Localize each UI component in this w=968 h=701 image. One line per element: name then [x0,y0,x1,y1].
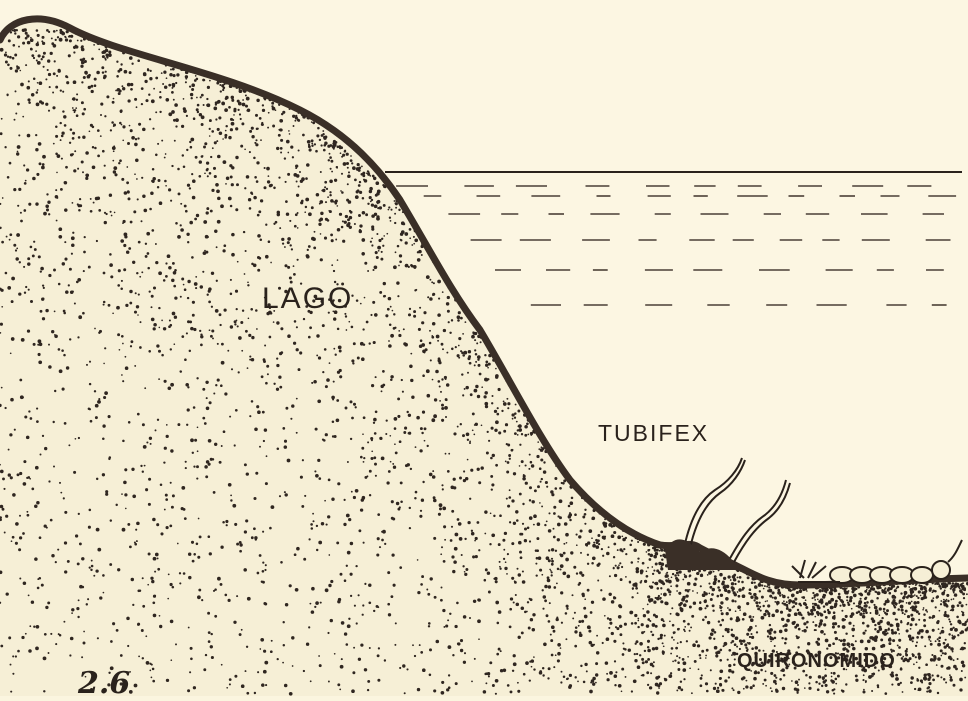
figure-number: 2.6 [78,672,130,696]
lake-label: LAGO [262,282,353,316]
sediment-body [0,19,968,696]
chironomid-label: QUIRONOMIDO [737,650,896,673]
tubifex-tubes [665,539,742,570]
tubifex-label: TUBIFEX [598,420,709,447]
chironomid-larva [792,540,962,583]
water-dashes [396,186,956,305]
